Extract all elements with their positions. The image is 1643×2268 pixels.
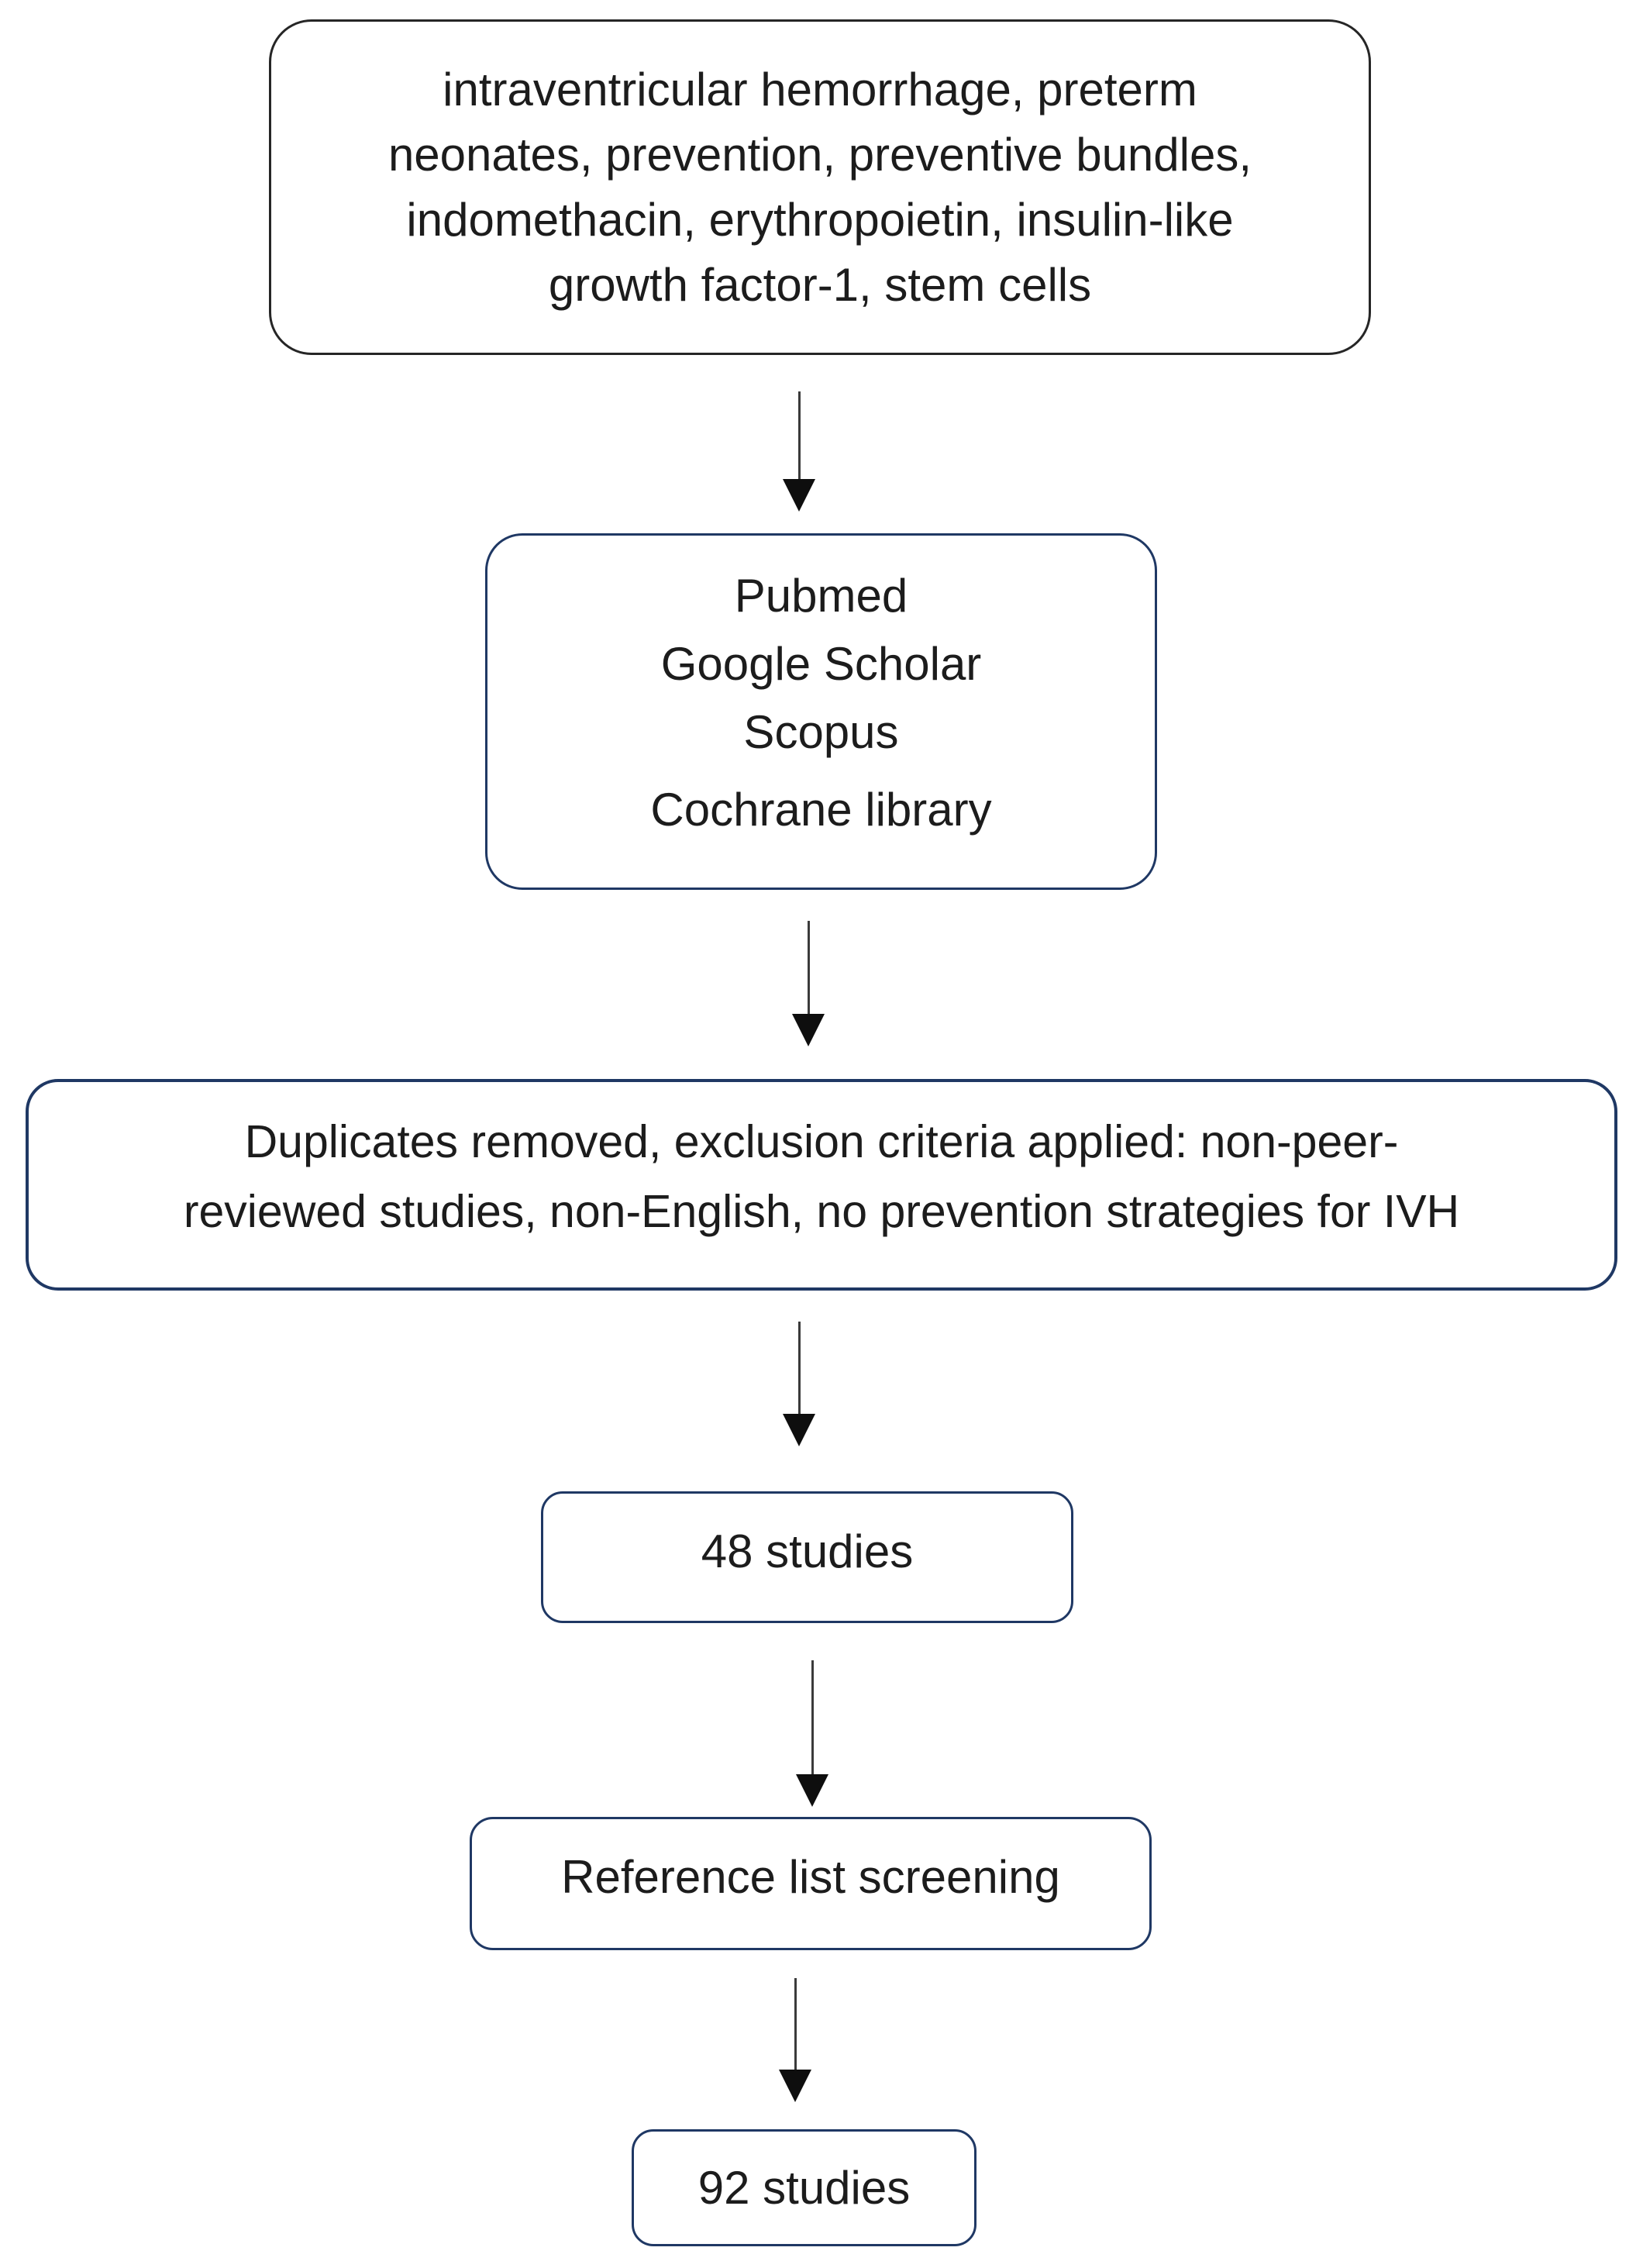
keywords-line: growth factor-1, stem cells xyxy=(548,259,1092,311)
keywords-line: neonates, prevention, preventive bundles… xyxy=(388,129,1252,181)
database-name: Cochrane library xyxy=(650,784,992,836)
database-name: Google Scholar xyxy=(660,638,982,690)
arrow-down-icon xyxy=(783,1414,815,1446)
arrow-shaft xyxy=(807,921,810,1014)
exclusion-line: reviewed studies, non-English, no preven… xyxy=(183,1186,1460,1237)
studies-count: 48 studies xyxy=(701,1525,914,1577)
arrow-shaft xyxy=(811,1660,814,1774)
arrow-shaft xyxy=(797,391,801,479)
arrow-down-icon xyxy=(783,479,815,512)
studies-92-box: 92 studies xyxy=(632,2129,976,2246)
keywords-box: intraventricular hemorrhage, preterm neo… xyxy=(269,19,1371,355)
reference-screening-label: Reference list screening xyxy=(561,1851,1060,1903)
reference-screening-box: Reference list screening xyxy=(470,1817,1152,1950)
arrow-down-icon xyxy=(792,1014,825,1046)
database-name: Pubmed xyxy=(734,570,908,622)
arrow-shaft xyxy=(797,1322,801,1414)
keywords-line: indomethacin, erythropoietin, insulin-li… xyxy=(406,194,1234,246)
arrow-down-icon xyxy=(779,2070,811,2102)
exclusion-criteria-box: Duplicates removed, exclusion criteria a… xyxy=(26,1079,1617,1291)
studies-48-box: 48 studies xyxy=(541,1491,1073,1623)
flow-arrow-2 xyxy=(791,921,825,1046)
keywords-line: intraventricular hemorrhage, preterm xyxy=(443,64,1197,115)
studies-count: 92 studies xyxy=(698,2161,911,2214)
flow-arrow-5 xyxy=(778,1978,812,2102)
exclusion-line: Duplicates removed, exclusion criteria a… xyxy=(244,1116,1399,1167)
flow-arrow-1 xyxy=(782,391,816,512)
database-name: Scopus xyxy=(743,706,899,758)
flow-arrow-4 xyxy=(795,1660,829,1807)
databases-box: Pubmed Google Scholar Scopus Cochrane li… xyxy=(485,533,1157,890)
flow-arrow-3 xyxy=(782,1322,816,1446)
arrow-shaft xyxy=(794,1978,797,2070)
arrow-down-icon xyxy=(796,1774,828,1807)
